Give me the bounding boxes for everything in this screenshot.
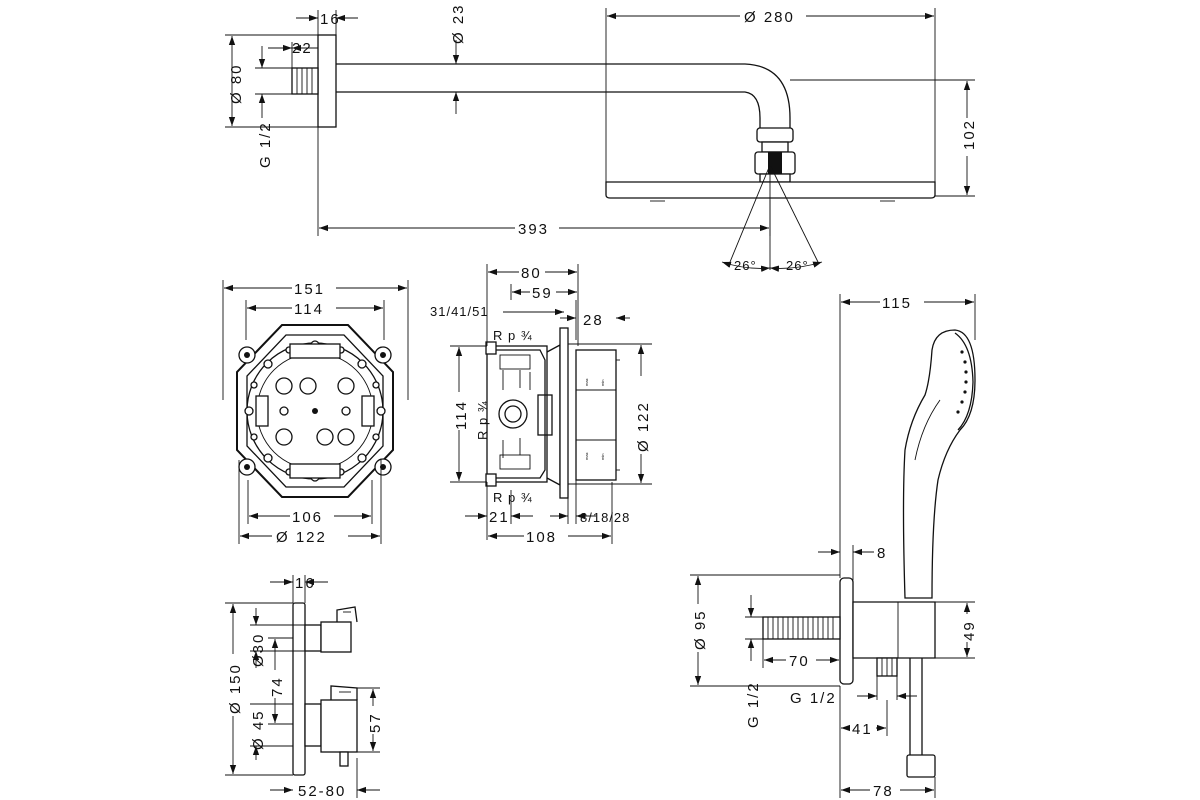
box-octagon bbox=[236, 324, 394, 498]
dim-knob2-dia: Ø 45 bbox=[250, 709, 267, 750]
dim-hand-thread-left: G 1/2 bbox=[745, 681, 762, 728]
dim-knob2-height: 57 bbox=[367, 712, 384, 733]
label-max-top: max bbox=[584, 378, 589, 386]
dim-hand-pipe: 70 bbox=[789, 653, 810, 670]
dim-box-inner: 114 bbox=[294, 301, 324, 318]
overhead-shower-view: 26° 26° 16 22 Ø 80 G 1/2 Ø 23 Ø 280 1 bbox=[225, 3, 978, 273]
dim-thread-length: 22 bbox=[292, 40, 313, 57]
dim-angle-left: 26° bbox=[734, 258, 757, 273]
dim-hand-reach: 115 bbox=[882, 295, 912, 312]
dim-hand-height: 49 bbox=[961, 620, 978, 641]
shower-head bbox=[605, 181, 936, 202]
holder-flange bbox=[839, 577, 854, 685]
dim-thread: G 1/2 bbox=[257, 121, 274, 168]
hand-shower-handle bbox=[902, 329, 976, 599]
mounting-box-side-view: max min max min 80 59 31/41/51 28 R p ¾ … bbox=[430, 263, 652, 546]
holder-body bbox=[852, 601, 936, 659]
dim-knob-spacing: 74 bbox=[269, 676, 286, 697]
spray-nozzles bbox=[956, 350, 968, 414]
dim-hand-outlet: 41 bbox=[852, 721, 873, 738]
side-plate bbox=[559, 327, 569, 499]
dim-depth-options: 31/41/51 bbox=[430, 304, 489, 319]
dim-side-width-inner: 59 bbox=[532, 285, 553, 302]
dim-thermo-range: 52-80 bbox=[298, 783, 346, 800]
ball-joint bbox=[754, 127, 796, 183]
thread-stub bbox=[291, 67, 319, 95]
label-max-bottom: max bbox=[584, 452, 589, 460]
side-cover bbox=[575, 349, 617, 481]
dim-hand-plate: 8 bbox=[877, 545, 887, 562]
dim-side-total: 108 bbox=[526, 529, 557, 546]
label-rp-top: R p ¾ bbox=[493, 328, 533, 343]
dim-cover-options: 8/18/28 bbox=[580, 510, 630, 525]
dim-plate: 28 bbox=[583, 312, 604, 329]
shower-arm bbox=[336, 63, 791, 128]
thermostat-side-view: 16 Ø 150 Ø30 74 Ø 45 57 52-80 bbox=[225, 575, 384, 800]
lower-knob bbox=[304, 685, 358, 767]
mounting-box-front-view: 151 114 106 Ø 122 bbox=[222, 279, 409, 546]
dim-angle-right: 26° bbox=[786, 258, 809, 273]
label-min-top: min bbox=[600, 380, 605, 386]
dim-side-dia: Ø 122 bbox=[635, 401, 652, 452]
dim-hand-flange-dia: Ø 95 bbox=[692, 609, 709, 650]
inner-ports bbox=[275, 377, 355, 446]
wall-pipe bbox=[762, 616, 841, 640]
dim-arm-dia: Ø 23 bbox=[450, 3, 467, 44]
dim-side-height: 114 bbox=[453, 400, 470, 430]
dim-wall-depth: 16 bbox=[320, 11, 341, 28]
box-body bbox=[486, 345, 548, 483]
upper-knob bbox=[304, 606, 358, 653]
label-rp-mid: R p ¾ bbox=[475, 400, 490, 440]
dim-side-width: 80 bbox=[521, 265, 542, 282]
dim-hand-thread-outlet: G 1/2 bbox=[790, 690, 837, 707]
hand-shower-view: 115 8 Ø 95 49 G 1/2 70 G 1/2 41 bbox=[690, 293, 978, 800]
dim-side-offset: 21 bbox=[489, 509, 510, 526]
dim-box-outer: 151 bbox=[294, 281, 325, 298]
dim-knob1-dia: Ø30 bbox=[250, 633, 267, 667]
dim-flange-dia: Ø 80 bbox=[228, 63, 245, 104]
side-port bbox=[498, 399, 528, 429]
label-rp-bottom: R p ¾ bbox=[493, 490, 533, 505]
wall-flange bbox=[317, 34, 337, 128]
dim-head-dia: Ø 280 bbox=[744, 9, 795, 26]
dim-plate-dia: Ø 150 bbox=[227, 663, 244, 714]
label-min-bottom: min bbox=[600, 454, 605, 460]
thermostat-plate bbox=[292, 602, 306, 776]
dim-reach: 393 bbox=[518, 221, 549, 238]
hand-shower-face bbox=[954, 332, 974, 431]
dim-height: 102 bbox=[961, 119, 978, 150]
dim-box-bottom-dia: Ø 122 bbox=[276, 529, 327, 546]
hose bbox=[909, 658, 923, 760]
dim-box-bottom-inner: 106 bbox=[292, 509, 323, 526]
dim-hand-depth: 78 bbox=[873, 783, 894, 800]
dim-thermo-depth: 16 bbox=[295, 575, 316, 592]
